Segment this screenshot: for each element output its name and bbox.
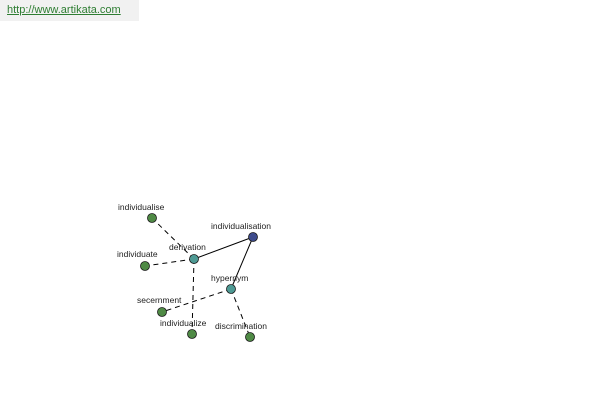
node-individuate[interactable]	[140, 261, 150, 271]
edge-hypernym-secernment	[161, 288, 232, 313]
edge-derivation-individualise	[151, 217, 195, 260]
nodes-layer	[140, 213, 258, 342]
node-derivation[interactable]	[189, 254, 199, 264]
node-label-hypernym[interactable]: hypernym	[211, 273, 248, 283]
edges-layer	[144, 217, 254, 338]
labels-layer: individualisation derivation hypernym indiv…	[117, 202, 271, 331]
edge-derivation-individualize	[191, 258, 195, 335]
node-secernment[interactable]	[157, 307, 167, 317]
node-individualisation[interactable]	[248, 232, 258, 242]
site-url-link[interactable]: http://www.artikata.com	[7, 4, 121, 16]
node-label-individuate[interactable]: individuate	[117, 249, 158, 259]
url-banner: http://www.artikata.com	[0, 0, 139, 21]
node-label-individualisation[interactable]: individualisation	[211, 221, 271, 231]
node-label-individualize[interactable]: individualize	[160, 318, 207, 328]
node-label-derivation[interactable]: derivation	[169, 242, 206, 252]
edge-individualisation-hypernym	[230, 236, 254, 290]
node-individualise[interactable]	[147, 213, 157, 223]
edge-individualisation-derivation	[193, 236, 254, 260]
node-label-discrimination[interactable]: discrimination	[215, 321, 267, 331]
node-individualize[interactable]	[187, 329, 197, 339]
node-hypernym[interactable]	[226, 284, 236, 294]
node-discrimination[interactable]	[245, 332, 255, 342]
node-label-individualise[interactable]: individualise	[118, 202, 165, 212]
edge-derivation-individuate	[144, 258, 195, 267]
node-label-secernment[interactable]: secernment	[137, 295, 182, 305]
